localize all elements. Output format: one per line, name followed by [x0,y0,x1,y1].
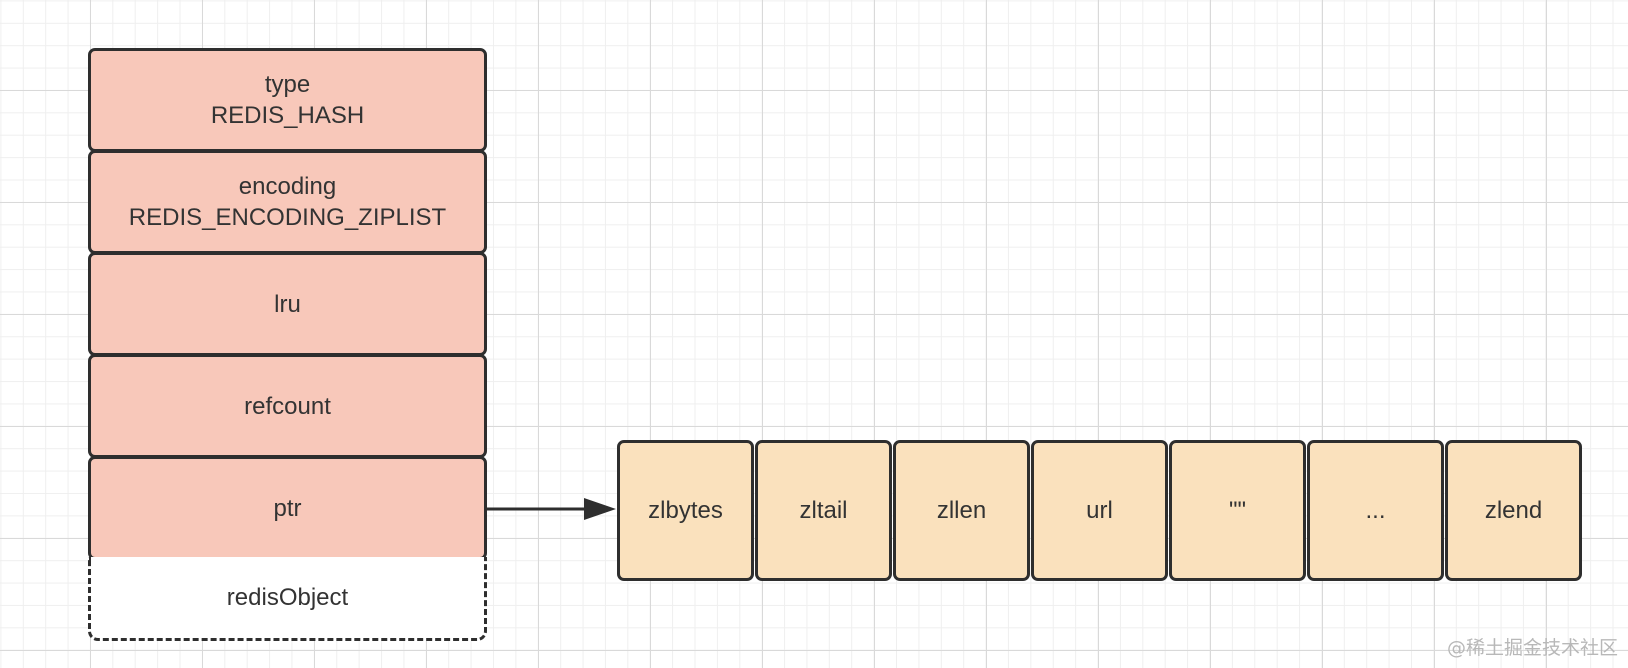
watermark: @稀土掘金技术社区 [1446,637,1618,659]
ziplist-cell-label: "" [1228,496,1247,524]
field-type: type REDIS_HASH [88,48,487,152]
field-lru-label: lru [274,290,301,318]
ziplist-cell-ellipsis: ... [1307,440,1444,581]
ziplist-cell-label: zlend [1484,496,1543,524]
ziplist-cell-label: zllen [936,496,987,524]
redis-object-caption-text: redisObject [226,583,349,611]
field-lru: lru [88,252,487,356]
ziplist-cell-zlbytes: zlbytes [617,440,754,581]
ziplist-cell-label: url [1086,496,1113,524]
ziplist-cell-label: ... [1365,496,1386,524]
ziplist-cell-label: zlbytes [648,496,723,524]
field-type-value: REDIS_HASH [210,102,365,129]
redis-object-caption: redisObject [88,557,487,641]
field-refcount-label: refcount [244,392,331,420]
ziplist-cell-url: url [1031,440,1168,581]
ziplist-cell-empty-value: "" [1169,440,1306,581]
field-ptr: ptr [88,456,487,560]
field-type-label: type [264,71,311,98]
ziplist-cell-zllen: zllen [893,440,1030,581]
field-encoding: encoding REDIS_ENCODING_ZIPLIST [88,150,487,254]
ptr-arrow-head [584,498,616,520]
field-encoding-value: REDIS_ENCODING_ZIPLIST [128,204,447,231]
field-encoding-label: encoding [238,173,337,200]
field-refcount: refcount [88,354,487,458]
ziplist-cell-zlend: zlend [1445,440,1582,581]
field-ptr-label: ptr [273,494,302,522]
ziplist-cell-zltail: zltail [755,440,892,581]
ziplist-cell-label: zltail [799,496,848,524]
